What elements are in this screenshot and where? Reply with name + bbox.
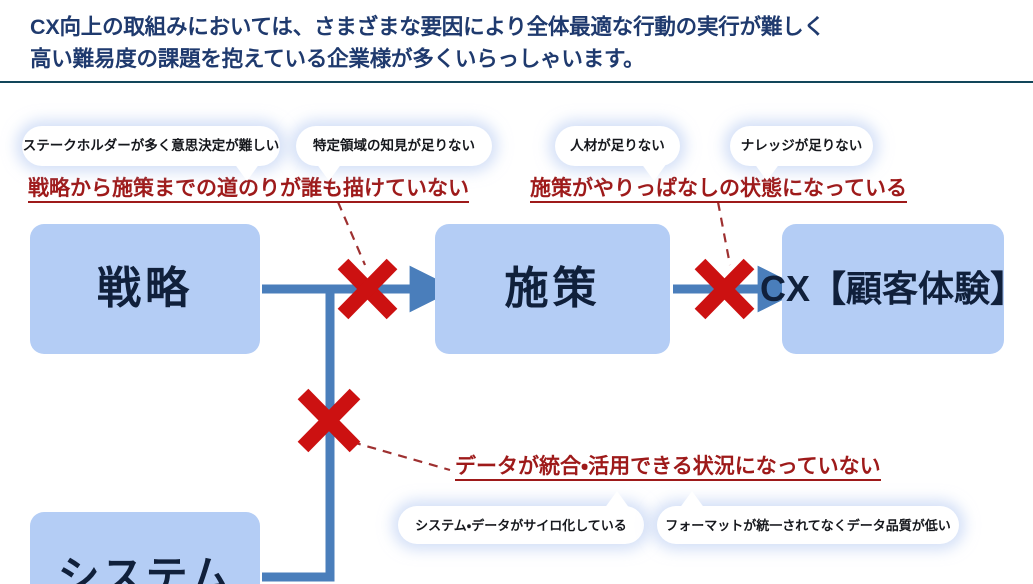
callout-bubble-knowledge-label: ナレッジが足りない bbox=[740, 138, 863, 154]
callout-bubble-stakeholder-label: ステークホルダーが多く意思決定が難しい bbox=[22, 138, 280, 154]
connector-system-branch bbox=[262, 289, 335, 582]
leader-strategy-problem bbox=[336, 201, 367, 266]
process-box-strategy[interactable]: 戦略 bbox=[30, 224, 260, 354]
process-box-strategy-label: 戦略 bbox=[97, 264, 193, 313]
diagram-canvas: 戦略 施策 CX【顧客体験】 システム 戦略から施策までの道のりが誰も描けていな… bbox=[0, 82, 1033, 584]
process-box-cx-label: CX【顧客体験】 bbox=[760, 268, 1027, 309]
process-box-system-label: システム bbox=[57, 553, 233, 584]
problem-statement-data-integration: データが統合・活用できる状況になっていない bbox=[455, 455, 881, 482]
callout-bubble-stakeholder: ステークホルダーが多く意思決定が難しい bbox=[22, 126, 280, 181]
process-box-cx[interactable]: CX【顧客体験】 bbox=[760, 224, 1026, 354]
leader-data-problem bbox=[351, 440, 451, 472]
blocker-system-branch-icon bbox=[297, 388, 361, 453]
callout-bubble-format: フォーマットが統一されてなくデータ品質が低い bbox=[657, 491, 959, 544]
problem-statement-measures-to-cx: 施策がやりっぱなしの状態になっている bbox=[530, 177, 907, 204]
process-box-measures-label: 施策 bbox=[504, 264, 601, 313]
callout-bubble-talent: 人材が足りない bbox=[555, 126, 680, 181]
slide-header: CX向上の取組みにおいては、さまざまな要因により全体最適な行動の実行が難しく 高… bbox=[0, 0, 1033, 83]
callout-bubble-knowledge: ナレッジが足りない bbox=[730, 126, 873, 181]
leader-measures-problem bbox=[716, 201, 732, 266]
callout-bubble-silo: システム・データがサイロ化している bbox=[398, 491, 644, 544]
callout-bubble-talent-label: 人材が足りない bbox=[570, 138, 665, 154]
blocker-measures-cx-icon bbox=[694, 258, 755, 320]
callout-bubble-domain-knowledge: 特定領域の知見が足りない bbox=[296, 126, 492, 181]
callout-bubble-format-label: フォーマットが統一されてなくデータ品質が低い bbox=[665, 517, 951, 533]
header-divider bbox=[0, 81, 1033, 83]
callout-bubble-domain-knowledge-label: 特定領域の知見が足りない bbox=[313, 138, 475, 154]
problem-statement-strategy-to-measures: 戦略から施策までの道のりが誰も描けていない bbox=[28, 177, 469, 204]
callout-bubble-silo-label: システム・データがサイロ化している bbox=[415, 517, 627, 533]
header-title-line-1: CX向上の取組みにおいては、さまざまな要因により全体最適な行動の実行が難しく bbox=[30, 15, 825, 39]
process-box-measures[interactable]: 施策 bbox=[435, 224, 670, 354]
blocker-strategy-measures-icon bbox=[337, 258, 398, 320]
header-title-line-2: 高い難易度の課題を抱えている企業様が多くいらっしゃいます。 bbox=[30, 47, 645, 71]
process-box-system[interactable]: システム bbox=[30, 512, 260, 584]
